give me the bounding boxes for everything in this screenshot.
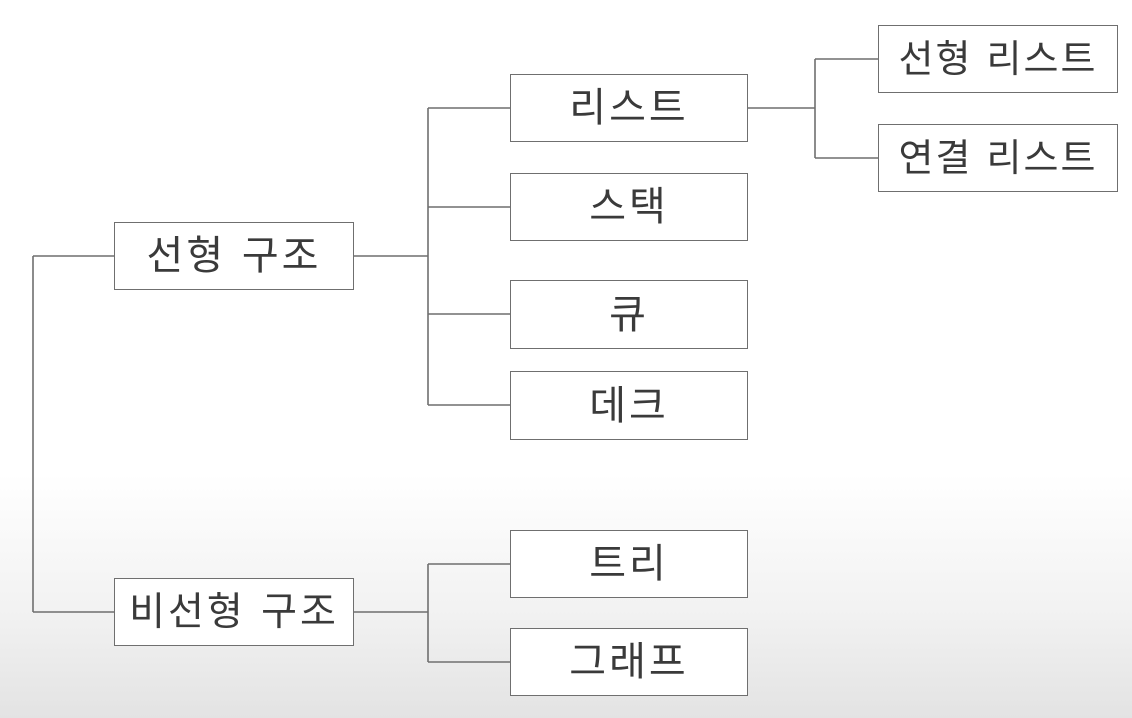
node-stack: 스택 xyxy=(510,173,748,241)
node-tree: 트리 xyxy=(510,530,748,598)
node-graph: 그래프 xyxy=(510,628,748,696)
node-linear-structure: 선형 구조 xyxy=(114,222,354,290)
node-queue: 큐 xyxy=(510,280,748,349)
node-nonlinear-structure: 비선형 구조 xyxy=(114,578,354,646)
node-singly-linked-list: 선형 리스트 xyxy=(878,25,1118,93)
node-deque: 데크 xyxy=(510,371,748,440)
node-list: 리스트 xyxy=(510,74,748,142)
node-linked-list: 연결 리스트 xyxy=(878,124,1118,192)
